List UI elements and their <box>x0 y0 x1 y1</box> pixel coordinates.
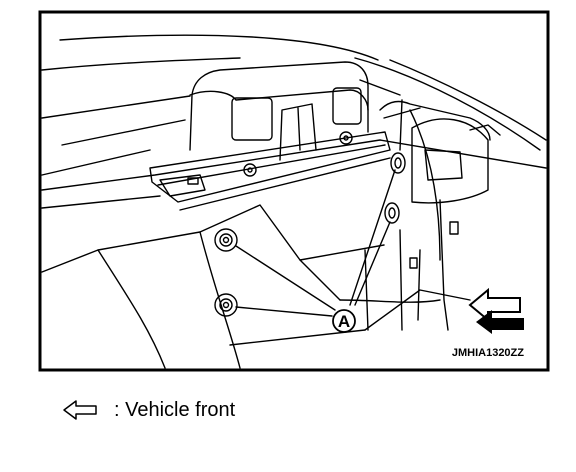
vehicle-interior-drawing <box>41 34 547 369</box>
clip-upper-right <box>390 152 406 174</box>
figure-code: JMHIA1320ZZ <box>452 347 524 359</box>
clip-lower-right <box>384 202 400 224</box>
vehicle-front-arrow-icon <box>468 287 524 334</box>
leader-line <box>235 306 333 317</box>
legend-text: : Vehicle front <box>114 398 236 421</box>
leader-line <box>349 169 396 306</box>
legend: : Vehicle front <box>62 396 235 424</box>
callout-a: A <box>332 309 356 333</box>
hollow-left-arrow-icon <box>63 400 97 420</box>
svg-text:A: A <box>338 312 350 331</box>
clip-upper-left <box>214 228 238 252</box>
clip-lower-left <box>214 293 238 317</box>
leader-line <box>354 221 391 306</box>
figure-frame <box>38 10 550 372</box>
leader-line <box>235 245 336 311</box>
